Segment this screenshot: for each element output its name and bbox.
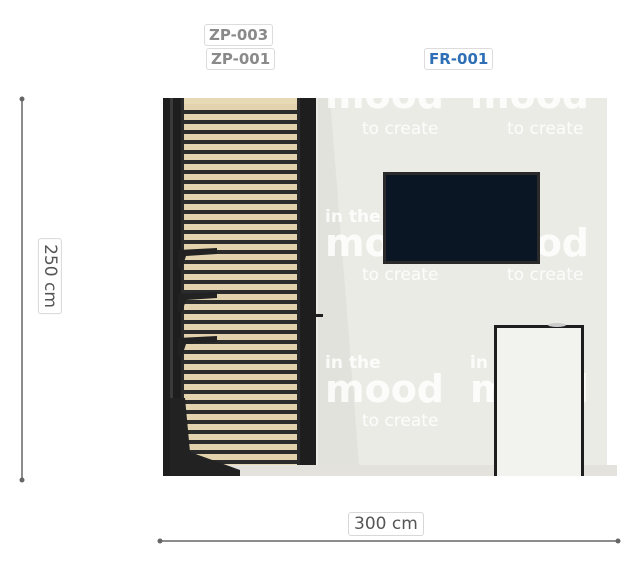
slat [184,394,297,400]
slat [184,364,297,370]
slat-gap [184,210,297,214]
slat [184,134,297,140]
height-dimension-label: 250 cm [37,238,62,314]
slat-gap [184,220,297,224]
slat-gap [184,290,297,294]
svg-text:mood: mood [470,73,589,117]
svg-text:to create: to create [507,119,583,139]
slat [184,124,297,130]
slat-gap [184,460,297,464]
width-dimension-label: 300 cm [348,512,424,536]
slat-gap [184,340,297,344]
svg-text:in the: in the [325,353,381,373]
slat [184,264,297,270]
slat [184,374,297,380]
svg-text:in the: in the [325,207,381,227]
floor [165,465,617,476]
slat-gap [184,390,297,394]
slat-gap [184,280,297,284]
slat-gap [184,260,297,264]
slat-gap [184,370,297,374]
slat [184,144,297,150]
slat [184,424,297,430]
counter-cabinet [494,323,584,476]
wall-shade [318,98,360,476]
slat-gap [184,430,297,434]
product-label-zp-001[interactable]: ZP-001 [206,48,276,70]
product-label-fr-001[interactable]: FR-001 [424,48,494,70]
slat [184,284,297,290]
tv-screen [383,172,540,264]
slat [184,454,297,460]
slat [184,404,297,410]
slat [184,184,297,190]
slat-gap [184,130,297,134]
slat [184,354,297,360]
slat-gap [184,320,297,324]
slat [184,274,297,280]
slat [184,194,297,200]
slat-gap [184,330,297,334]
slat-gap [184,380,297,384]
slat [184,104,297,110]
slat [184,224,297,230]
slat-gap [184,300,297,304]
slat-gap [184,450,297,454]
svg-text:mood: mood [325,73,444,117]
slat-gap [184,310,297,314]
slat [184,204,297,210]
slat [184,114,297,120]
slat [184,334,297,340]
slat-gap [184,140,297,144]
svg-text:to create: to create [362,265,438,285]
slat [184,414,297,420]
svg-text:mood: mood [325,367,444,411]
slat-gap [184,350,297,354]
height-dimension-line [19,96,25,483]
slat [184,174,297,180]
slat-gap [184,120,297,124]
slat-gap [184,410,297,414]
slat [184,344,297,350]
slat-gap [184,160,297,164]
slat [184,304,297,310]
width-dimension-line [157,538,621,544]
slat [184,324,297,330]
slat [184,384,297,390]
slat-gap [184,110,297,114]
slat-gap [184,400,297,404]
slat [184,294,297,300]
svg-text:to create: to create [362,119,438,139]
slat-gap [184,190,297,194]
left-frame-inner [170,98,173,476]
slat [184,244,297,250]
product-label-zp-003[interactable]: ZP-003 [204,24,274,46]
slat-gap [184,420,297,424]
slat [184,164,297,170]
divider-post [300,98,316,465]
slat-gap [184,240,297,244]
slat-gap [184,200,297,204]
slat [184,234,297,240]
svg-text:to create: to create [507,265,583,285]
slat [184,444,297,450]
slat [184,154,297,160]
slat [184,314,297,320]
slat-gap [184,360,297,364]
svg-text:to create: to create [362,411,438,431]
slat-gap [184,230,297,234]
slat-panel [180,98,301,465]
slat-gap [184,270,297,274]
slat-gap [184,170,297,174]
slat-gap [184,440,297,444]
slat [184,214,297,220]
slat [184,254,297,260]
door-handle [316,314,323,317]
slat-gap [184,150,297,154]
slat-gap [184,180,297,184]
slat [184,434,297,440]
slat-gap [184,250,297,254]
shelf-brackets [170,248,240,476]
